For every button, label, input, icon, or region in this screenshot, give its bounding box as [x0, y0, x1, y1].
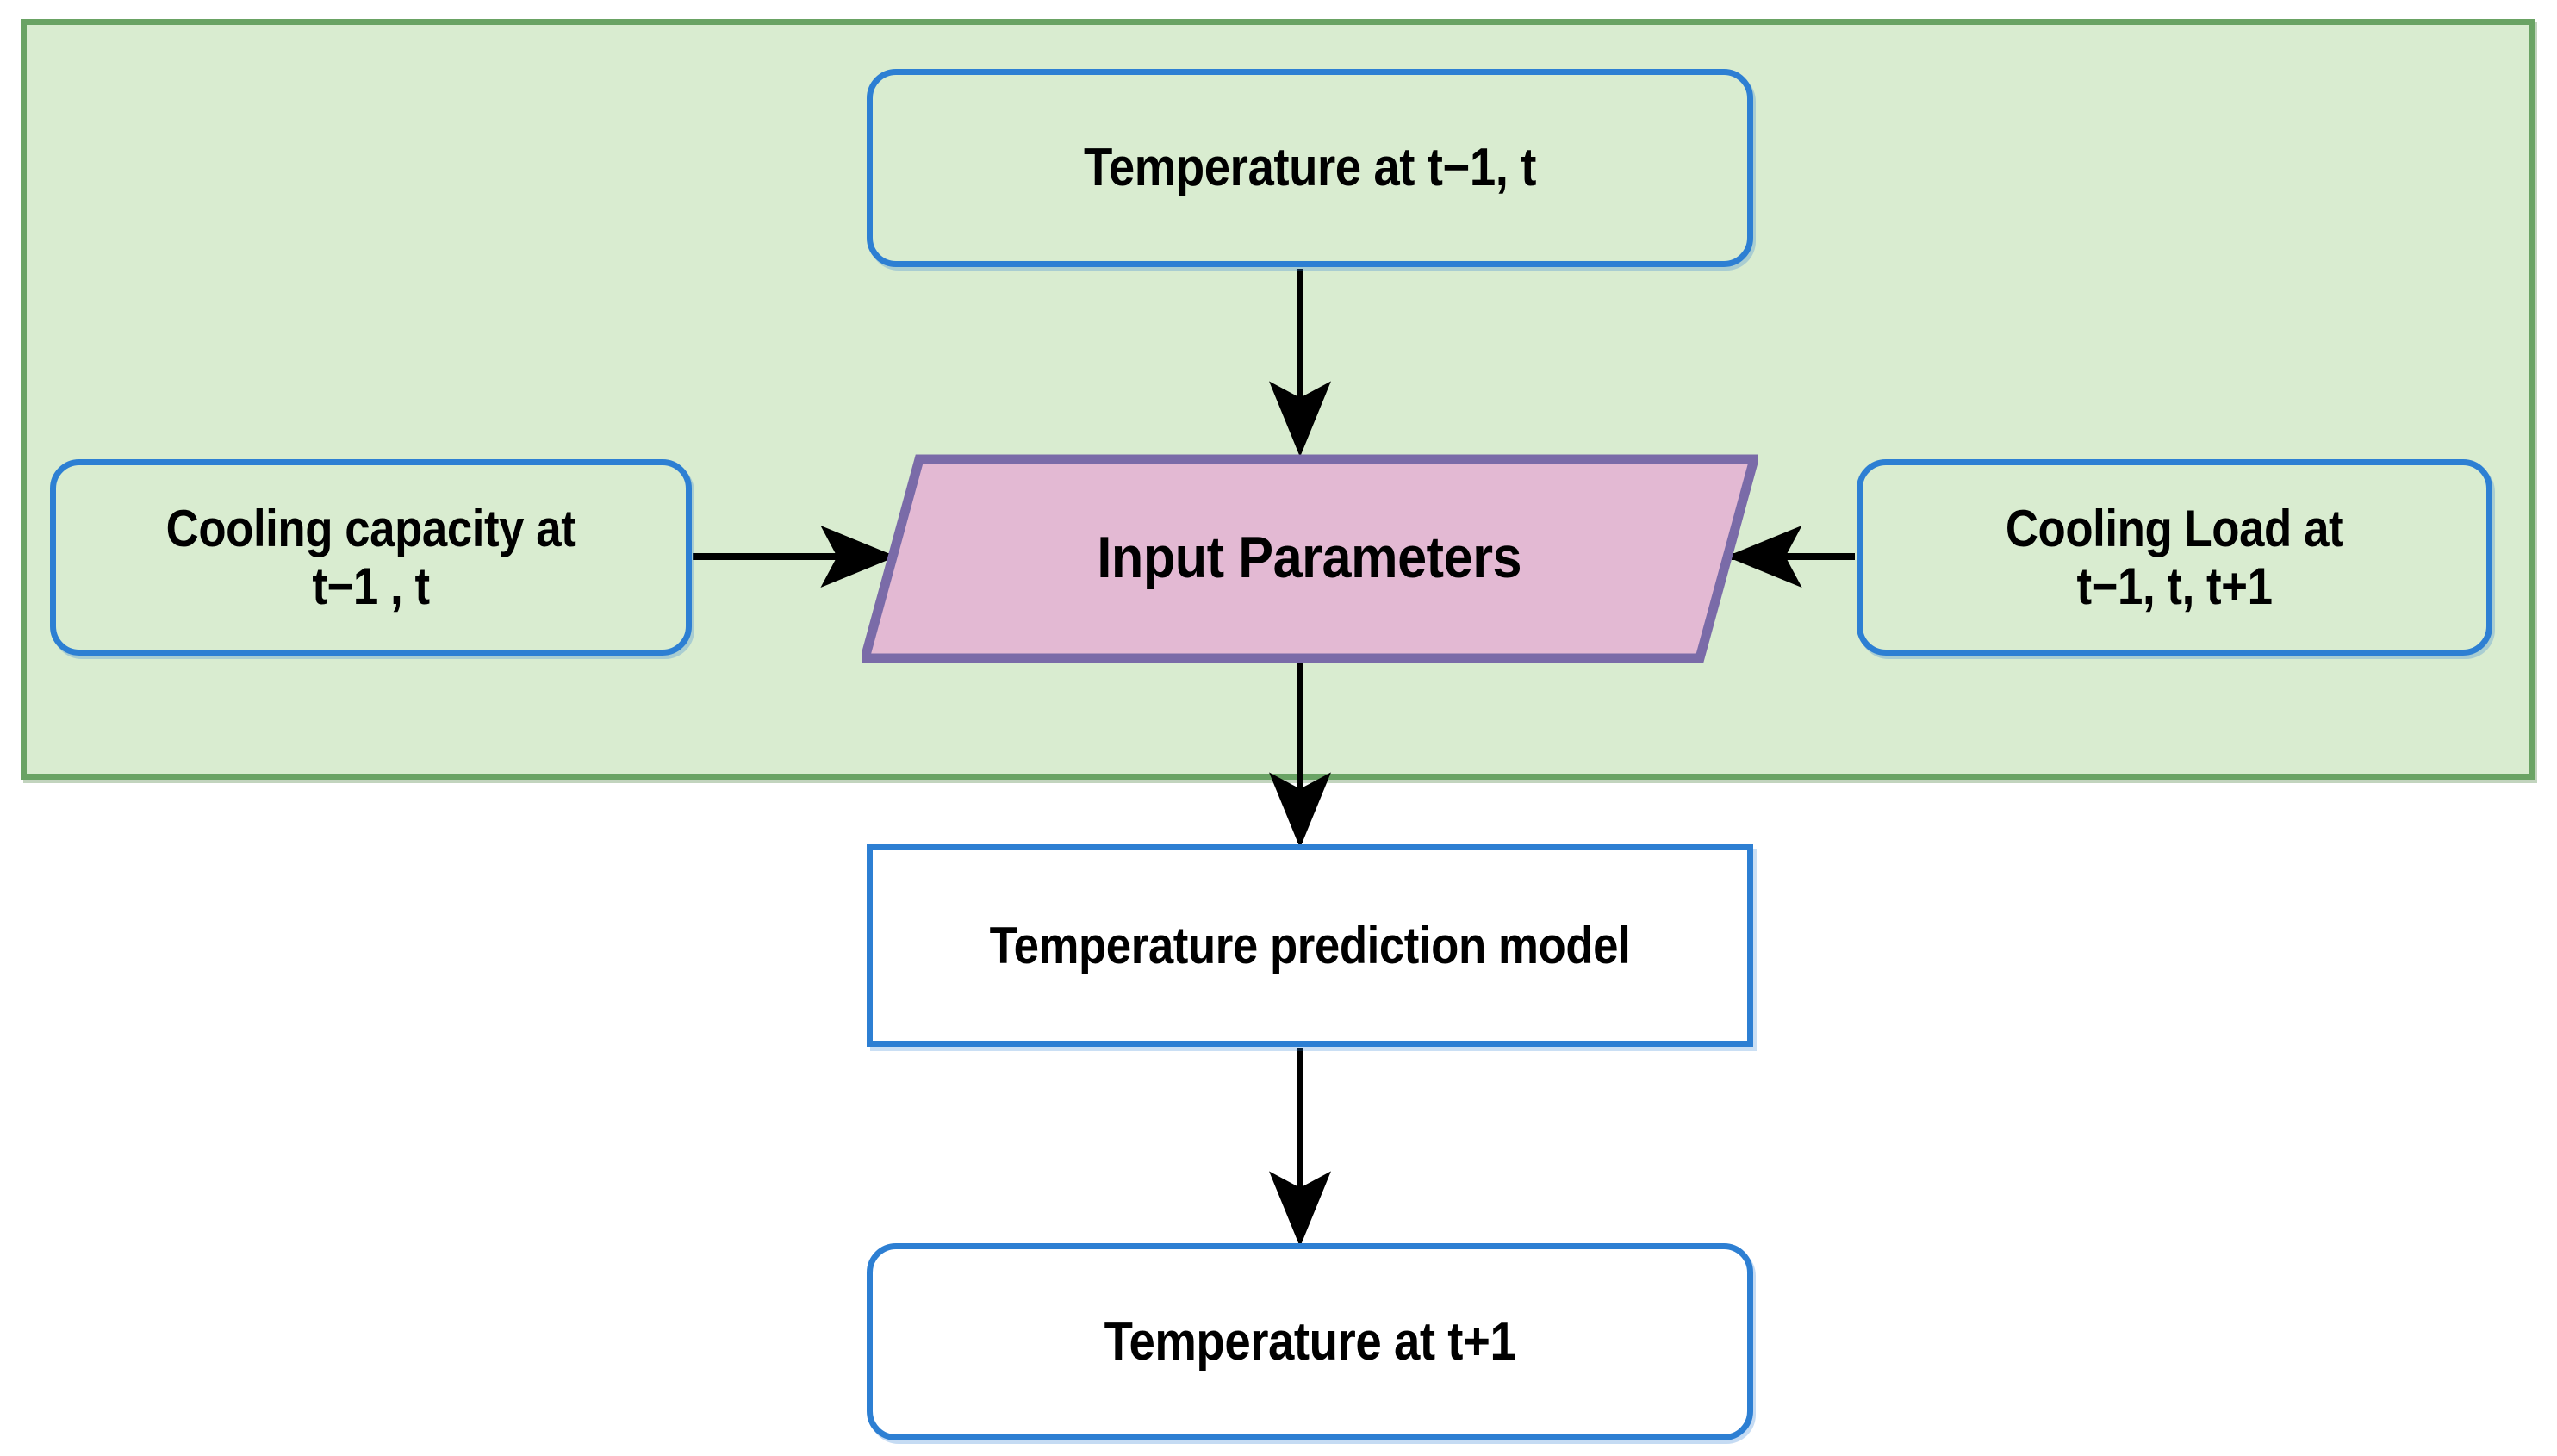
node-temperature-output-label: Temperature at t+1: [1104, 1311, 1516, 1372]
node-temperature-output[interactable]: Temperature at t+1: [867, 1243, 1753, 1440]
node-cooling-load[interactable]: Cooling Load at t−1, t, t+1: [1857, 459, 2492, 656]
node-input-parameters-label: Input Parameters: [1097, 524, 1522, 590]
node-input-parameters[interactable]: Input Parameters: [862, 451, 1758, 663]
node-temperature-input-label: Temperature at t−1, t: [1084, 138, 1536, 198]
node-prediction-model[interactable]: Temperature prediction model: [867, 844, 1753, 1047]
node-prediction-model-label: Temperature prediction model: [989, 916, 1631, 974]
node-cooling-load-label: Cooling Load at t−1, t, t+1: [2005, 499, 2344, 615]
node-cooling-capacity[interactable]: Cooling capacity at t−1 , t: [50, 459, 692, 656]
node-temperature-input[interactable]: Temperature at t−1, t: [867, 69, 1753, 267]
parallelogram-shape: [862, 454, 1758, 663]
node-cooling-capacity-label: Cooling capacity at t−1 , t: [165, 499, 576, 615]
